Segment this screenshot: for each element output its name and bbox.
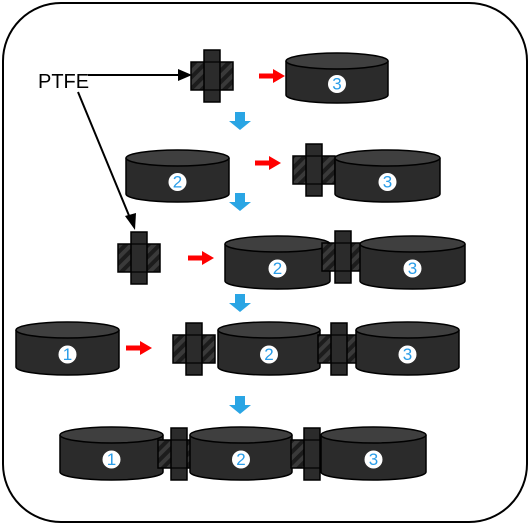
disk-number-circle [403,259,422,278]
ptfe-flange [303,427,321,481]
disk-top [59,426,164,444]
disk-number-circle [268,259,287,278]
disk-number-circle [378,173,397,191]
blue-arrow [229,112,251,130]
disk-number: 1 [107,450,116,469]
disk-number: 3 [383,173,392,192]
disk-2-row4: 2 [217,321,321,376]
disk-3-row3: 3 [359,235,466,290]
ptfe-row1 [190,49,234,103]
ptfe-leader-arrows [77,69,192,230]
ptfe-row2 [292,143,336,197]
disk-1-row4: 1 [15,321,120,376]
disk-top [125,149,230,167]
red-arrow [255,156,281,170]
disk-3-row5: 3 [320,426,427,481]
disk-number: 3 [403,345,412,364]
disk-number: 2 [273,259,282,278]
disk-3-row4: 3 [355,321,460,376]
ptfe-flange [330,322,348,376]
disk-number: 2 [173,173,182,192]
disk-number-circle [398,345,417,364]
disk-number: 3 [369,450,378,469]
disk-top [224,235,331,253]
disk-top [355,321,460,339]
ptfe-flange [185,322,203,376]
disk-3-row2: 3 [334,149,441,203]
red-arrow [126,341,152,355]
parts-layer: 3 2 3 2 3 1 2 3 1 2 3 [15,49,466,481]
disk-2-row2: 2 [125,149,230,203]
ptfe-flange [170,427,188,481]
blue-arrow [229,396,251,414]
disk-number-circle [328,75,346,93]
blue-arrow [229,193,251,211]
disk-top [15,321,120,339]
disk-1-row5: 1 [59,426,164,481]
disk-number: 3 [332,75,341,94]
disk-top [320,426,427,444]
disk-top [217,321,321,339]
ptfe-flange [203,49,221,103]
ptfe-flange [305,143,323,197]
red-arrow [259,69,285,83]
disk-number-circle [260,345,278,364]
ptfe-label: PTFE [38,71,89,93]
disk-number-circle [102,450,121,469]
red-arrow [188,251,214,265]
disk-top [189,426,293,444]
disk-number: 1 [63,345,72,364]
disk-number: 2 [264,345,273,364]
ptfe-row3 [117,231,161,285]
disk-number-circle [364,450,383,469]
disk-2-row5: 2 [189,426,293,481]
disk-top [334,149,441,167]
ptfe-flange [130,231,148,285]
disk-number: 3 [408,259,417,278]
ptfe-row3b [321,230,365,284]
disk-top [285,52,389,70]
disk-3-row1: 3 [285,52,389,104]
ptfe-row4b [317,322,361,376]
disk-top [359,235,466,253]
disk-2-row3: 2 [224,235,331,290]
ptfe-flange [334,230,352,284]
disk-number: 2 [236,450,245,469]
disk-number-circle [58,345,77,364]
disk-number-circle [232,450,250,469]
blue-arrow [229,294,251,312]
ptfe-row4a [172,322,216,376]
disk-number-circle [168,173,187,191]
